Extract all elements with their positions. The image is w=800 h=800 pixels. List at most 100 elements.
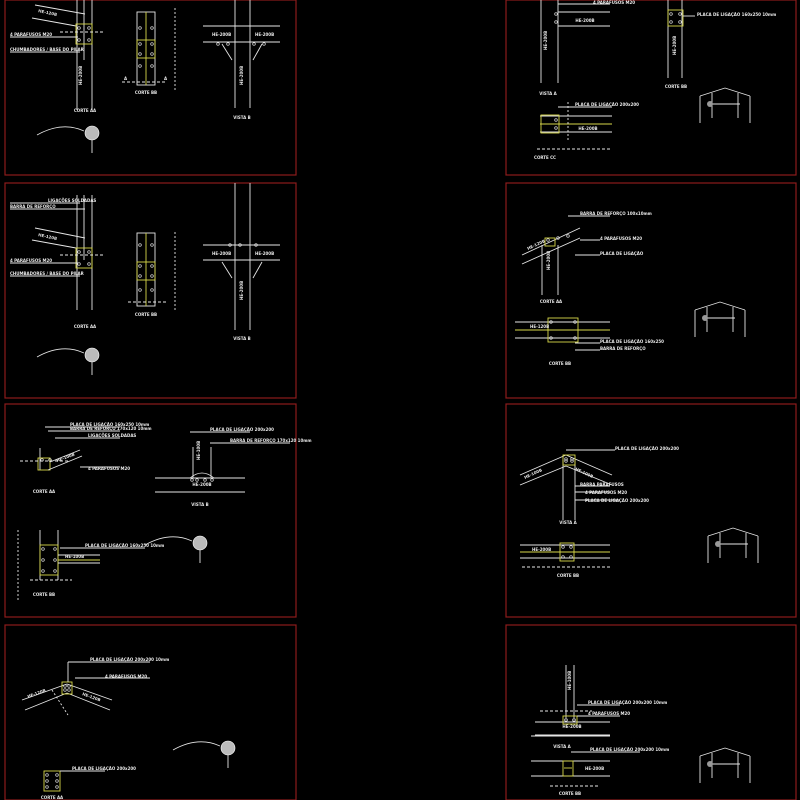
drawing-label: HE-120B: [82, 691, 102, 702]
bolt-icon: [138, 52, 142, 56]
bolt-icon: [87, 26, 91, 30]
drawing-label: BARRA DE REFORÇO: [10, 204, 56, 209]
panel-frame: [505, 0, 797, 176]
drawing-label: A: [124, 76, 128, 81]
rect: [136, 39, 156, 59]
drawing-label: CORTE CC: [534, 155, 556, 160]
bolt-icon: [150, 243, 154, 247]
drawing-label: HE-100B: [567, 671, 572, 690]
line: [31, 239, 77, 249]
drawing-label: 4 PARAFUSOS M20: [593, 0, 635, 5]
panel-frame: [4, 0, 297, 176]
drawing-label: HE-100B: [56, 452, 76, 463]
line: [521, 227, 581, 256]
panel-frame: [505, 182, 797, 399]
panel-frame: [4, 182, 297, 399]
drawing-label: HE-200B: [255, 32, 274, 37]
rect: [37, 457, 51, 471]
bolt-icon: [150, 26, 154, 30]
drawing-label: CORTE BB: [557, 573, 579, 578]
drawing-label: BARRA DE REFORÇO 100x10mm: [580, 211, 652, 216]
drawing-label: HE-120B: [38, 232, 58, 241]
bolt-icon: [87, 38, 91, 42]
drawing-label: HE-120B: [526, 238, 545, 251]
roof-arc: [36, 348, 85, 358]
bolt-icon: [45, 779, 49, 783]
bolt-icon: [554, 126, 558, 130]
detail-bubble-icon: [84, 347, 100, 363]
bolt-icon: [570, 459, 574, 463]
bolt-icon: [669, 12, 673, 16]
roof-outline: [699, 87, 751, 97]
drawing-label: PLACA DE LIGAÇÃO 200x200 10mm: [588, 700, 667, 705]
drawing-label: 4 PARAFUSOS M20: [10, 32, 52, 37]
roof-arc: [36, 126, 85, 136]
drawing-label: CORTE BB: [559, 791, 581, 796]
bolt-icon: [203, 478, 207, 482]
rect: [39, 544, 59, 576]
bolt-icon: [150, 274, 154, 278]
drawing-label: PLACA DE LIGAÇÃO 160x250 10mm: [697, 12, 776, 17]
bolt-icon: [262, 42, 266, 46]
drawing-label: HE-100B: [65, 554, 84, 559]
bolt-icon: [564, 718, 568, 722]
drawing-label: VISTA A: [553, 744, 571, 749]
drawing-label: PLACA DE LIGAÇÃO 160x250: [600, 339, 664, 344]
panel-frame: [505, 403, 797, 618]
bolt-icon: [554, 12, 558, 16]
drawing-label: HE-100B: [196, 441, 201, 460]
bolt-icon: [569, 545, 573, 549]
drawing-label: HE-120B: [27, 688, 47, 699]
bolt-icon: [77, 262, 81, 266]
bolt-icon: [561, 555, 565, 559]
drawing-label: HE-200B: [239, 66, 244, 85]
drawing-label: BARRA DE REFORÇO 170x120 10mm: [70, 426, 152, 431]
drawing-label: BARRA PARAFUSOS: [580, 482, 624, 487]
drawing-label: HE-200B: [585, 766, 604, 771]
line: [49, 449, 81, 463]
bolt-icon: [53, 569, 57, 573]
detail-panel-8: HE-100B PLACA DE LIGAÇÃO 200x200 10mm 4 PA…: [505, 624, 797, 800]
bolt-icon: [254, 243, 258, 247]
rect: [75, 23, 93, 45]
bolt-icon: [55, 785, 59, 789]
bolt-icon: [63, 684, 67, 688]
drawing-label: PLACA DE LIGAÇÃO 200x200 10mm: [90, 657, 169, 662]
bolt-icon: [150, 64, 154, 68]
drawing-label: CORTE BB: [135, 312, 157, 317]
detail-panel-7: HE-120B HE-120B PLACA DE LIGAÇÃO 200x200 1…: [4, 624, 297, 800]
line: [519, 454, 567, 476]
bolt-icon: [41, 558, 45, 562]
drawing-label: CHUMBADORES / BASE DO PILAR: [10, 271, 84, 276]
bolt-icon: [190, 478, 194, 482]
drawing-label: BARRA DE REFORÇO: [600, 346, 646, 351]
bolt-icon: [561, 545, 565, 549]
drawing-label: VISTA B: [191, 502, 208, 507]
drawing-label: PLACA DE LIGAÇÃO 200x200: [575, 102, 639, 107]
bolt-icon: [150, 52, 154, 56]
panel-frame: [505, 624, 797, 800]
line: [565, 465, 613, 486]
drawing-label: PLACA DE LIGAÇÃO 200x200: [72, 766, 136, 771]
bolt-icon: [569, 555, 573, 559]
bolt-icon: [572, 718, 576, 722]
bolt-icon: [546, 238, 550, 242]
drawing-label: HE-200B: [212, 32, 231, 37]
detail-bubble-icon: [84, 125, 100, 141]
drawing-label: PLACA DE LIGAÇÃO 160x250 10mm: [70, 422, 149, 427]
drawing-label: A: [164, 76, 168, 81]
drawing-label: HE-200B: [578, 126, 597, 131]
bolt-icon: [678, 12, 682, 16]
drawing-label: BARRA DE REFORÇO 170x120 10mm: [230, 438, 312, 443]
drawing-label: CHUMBADORES / BASE DO PILAR: [10, 47, 84, 52]
drawing-label: HE-200B: [575, 18, 594, 23]
line: [252, 261, 263, 279]
line: [519, 465, 567, 486]
bolt-icon: [77, 38, 81, 42]
drawing-label: CORTE BB: [33, 592, 55, 597]
rect: [562, 715, 578, 725]
drawing-label: 4 PARAFUSOS M20: [588, 711, 630, 716]
bolt-icon: [41, 569, 45, 573]
drawing-label: HE-200B: [192, 482, 211, 487]
